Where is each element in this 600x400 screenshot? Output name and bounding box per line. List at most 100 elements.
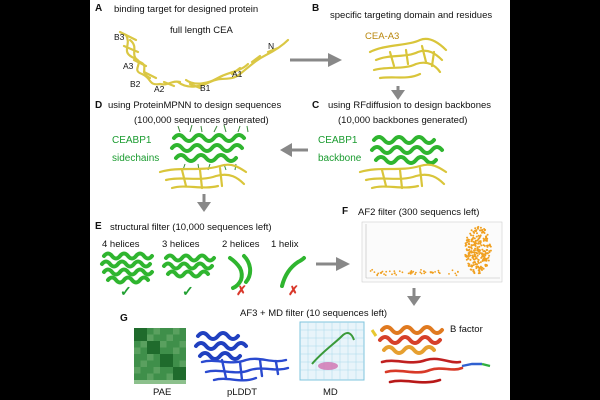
scatter-point bbox=[475, 265, 478, 268]
pae-cell bbox=[173, 328, 180, 335]
domain-b1-label: B1 bbox=[200, 83, 211, 93]
scatter-point bbox=[484, 235, 487, 238]
scatter-point bbox=[470, 229, 473, 232]
scatter-point bbox=[478, 266, 481, 269]
scatter-point bbox=[464, 242, 467, 245]
scatter-point bbox=[411, 272, 413, 274]
scatter-point bbox=[480, 244, 483, 247]
pae-cell bbox=[173, 360, 180, 367]
panel-b-letter: B bbox=[312, 3, 320, 14]
scatter-point bbox=[479, 226, 482, 229]
domain-a3-label: A3 bbox=[123, 61, 134, 71]
pae-cell bbox=[173, 367, 180, 374]
scatter-point bbox=[469, 232, 472, 235]
pae-cell bbox=[153, 347, 160, 354]
scatter-point bbox=[479, 242, 482, 245]
scatter-point bbox=[393, 270, 396, 272]
scatter-point bbox=[476, 232, 478, 235]
scatter-point bbox=[482, 267, 485, 270]
pae-cell bbox=[147, 354, 154, 361]
scatter-point bbox=[468, 265, 470, 267]
scatter-point bbox=[478, 245, 481, 248]
scatter-point bbox=[466, 241, 469, 244]
pae-cell bbox=[179, 367, 186, 374]
backbone-design-structure bbox=[358, 135, 448, 190]
scatter-point bbox=[471, 254, 474, 257]
scatter-point bbox=[470, 246, 473, 249]
scatter-point bbox=[467, 252, 470, 255]
scatter-point bbox=[454, 272, 457, 275]
pae-cell bbox=[173, 334, 180, 341]
scatter-point bbox=[398, 270, 401, 273]
scatter-point bbox=[476, 254, 479, 257]
scatter-point bbox=[474, 227, 477, 230]
scatter-point bbox=[455, 274, 458, 277]
pae-cell bbox=[153, 367, 160, 374]
scatter-point bbox=[465, 254, 468, 257]
scatter-point bbox=[467, 257, 470, 260]
scatter-point bbox=[434, 271, 436, 273]
pae-cell bbox=[147, 367, 154, 374]
scatter-point bbox=[420, 269, 422, 271]
scatter-point bbox=[451, 269, 454, 272]
scatter-point bbox=[467, 249, 470, 252]
scatter-point bbox=[485, 257, 488, 260]
scatter-point bbox=[468, 255, 470, 258]
pae-cell bbox=[153, 334, 160, 341]
scatter-point bbox=[487, 259, 490, 262]
scatter-point bbox=[475, 235, 478, 238]
pae-cell bbox=[134, 360, 141, 367]
domain-b3-label: B3 bbox=[114, 32, 125, 42]
filter-4-helices-pass-icon: ✓ bbox=[120, 283, 132, 299]
pae-cell bbox=[160, 360, 167, 367]
scatter-point bbox=[476, 239, 479, 242]
scatter-point bbox=[477, 258, 480, 261]
panel-f-title: AF2 filter (300 sequencs left) bbox=[358, 207, 480, 218]
pae-label: PAE bbox=[153, 387, 172, 398]
scatter-point bbox=[432, 271, 434, 274]
filter-2-helices-label: 2 helices bbox=[222, 239, 260, 250]
pae-cell bbox=[160, 373, 167, 380]
panel-d-sidechains-label: sidechains bbox=[112, 153, 160, 164]
pae-cell bbox=[160, 334, 167, 341]
pae-cell bbox=[134, 347, 141, 354]
scatter-point bbox=[469, 254, 472, 257]
scatter-point bbox=[467, 262, 470, 265]
scatter-point bbox=[407, 272, 410, 275]
scatter-point bbox=[423, 270, 425, 273]
pae-cell bbox=[166, 347, 173, 354]
scatter-point bbox=[467, 239, 469, 242]
scatter-point bbox=[471, 256, 474, 259]
scatter-point bbox=[467, 246, 470, 248]
pae-cell bbox=[140, 360, 147, 367]
pae-cell bbox=[147, 347, 154, 354]
pae-cell bbox=[147, 360, 154, 367]
scatter-point bbox=[409, 272, 412, 275]
domain-b2-label: B2 bbox=[130, 79, 141, 89]
pae-heatmap bbox=[134, 328, 186, 384]
scatter-point bbox=[481, 252, 484, 255]
pae-cell bbox=[140, 367, 147, 374]
pae-cell bbox=[147, 373, 154, 380]
pae-cell bbox=[160, 354, 167, 361]
scatter-point bbox=[479, 267, 482, 270]
scatter-point bbox=[380, 271, 383, 274]
scatter-point bbox=[388, 270, 391, 273]
scatter-point bbox=[369, 270, 372, 272]
helix-filter-structures bbox=[100, 251, 306, 290]
pae-cell bbox=[166, 341, 173, 348]
panel-a-title: binding target for designed protein bbox=[114, 4, 259, 15]
scatter-point bbox=[482, 237, 485, 240]
af2-scatter-plot bbox=[361, 221, 503, 283]
pae-cell bbox=[140, 373, 147, 380]
scatter-point bbox=[482, 258, 485, 261]
arrow-f-to-g bbox=[407, 288, 421, 306]
scatter-point bbox=[469, 258, 472, 261]
pae-cell bbox=[147, 328, 154, 335]
md-label: MD bbox=[323, 387, 338, 398]
pae-cell bbox=[179, 334, 186, 341]
scatter-point bbox=[473, 237, 476, 240]
pae-cell bbox=[166, 360, 173, 367]
scatter-point bbox=[482, 250, 485, 253]
arrow-a-to-b bbox=[290, 53, 342, 67]
